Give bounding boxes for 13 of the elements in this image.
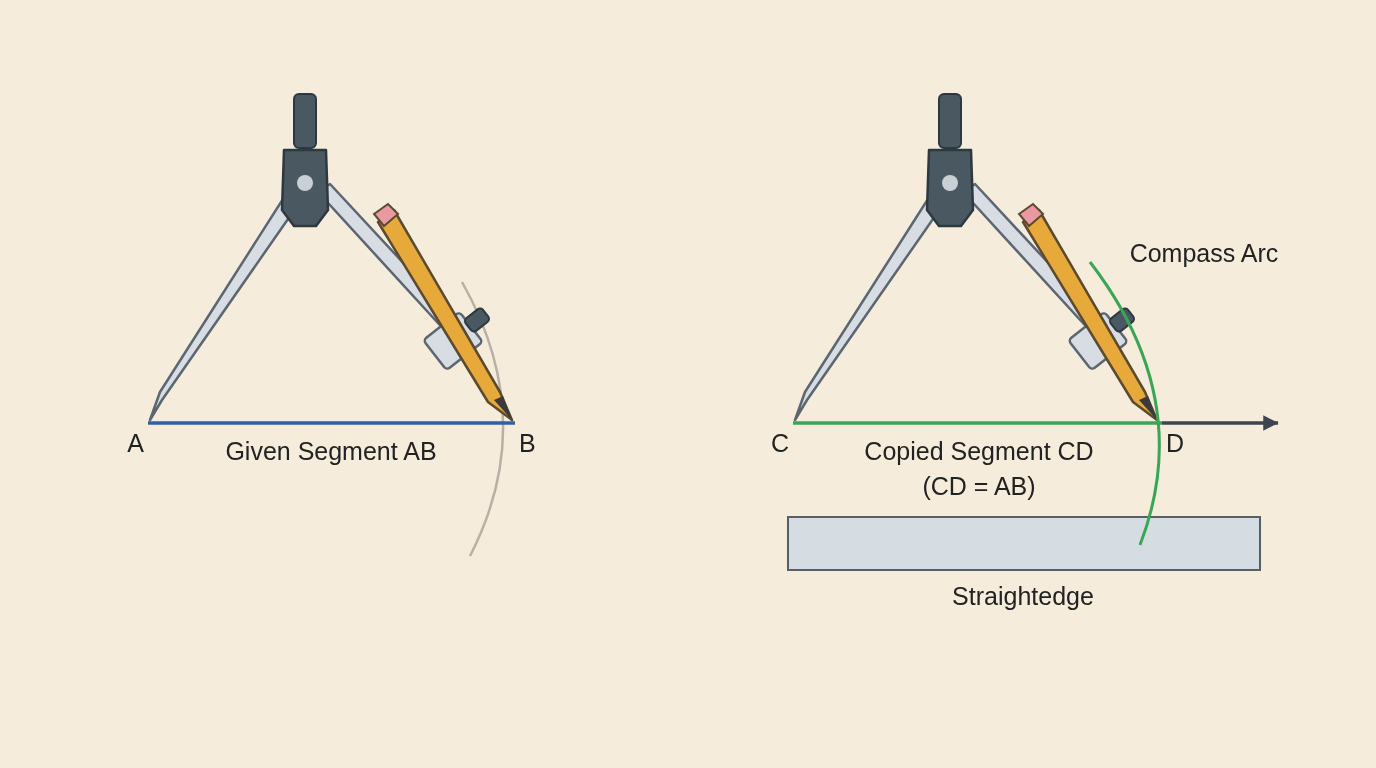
point-label: C bbox=[770, 429, 789, 457]
point-label: D bbox=[1166, 429, 1185, 457]
arc-label: Compass Arc bbox=[1129, 238, 1279, 268]
segment-label: Given Segment AB bbox=[225, 436, 437, 466]
straightedge-ruler bbox=[787, 516, 1261, 571]
point-label: B bbox=[519, 429, 536, 457]
ray-arrow bbox=[1162, 415, 1279, 431]
equation-label: (CD = AB) bbox=[922, 471, 1036, 501]
tool-label: Straightedge bbox=[952, 581, 1094, 611]
line-segment bbox=[148, 421, 515, 425]
segment-label: Copied Segment CD bbox=[864, 436, 1094, 466]
point-label: A bbox=[127, 429, 144, 457]
line-segment bbox=[793, 421, 1162, 425]
